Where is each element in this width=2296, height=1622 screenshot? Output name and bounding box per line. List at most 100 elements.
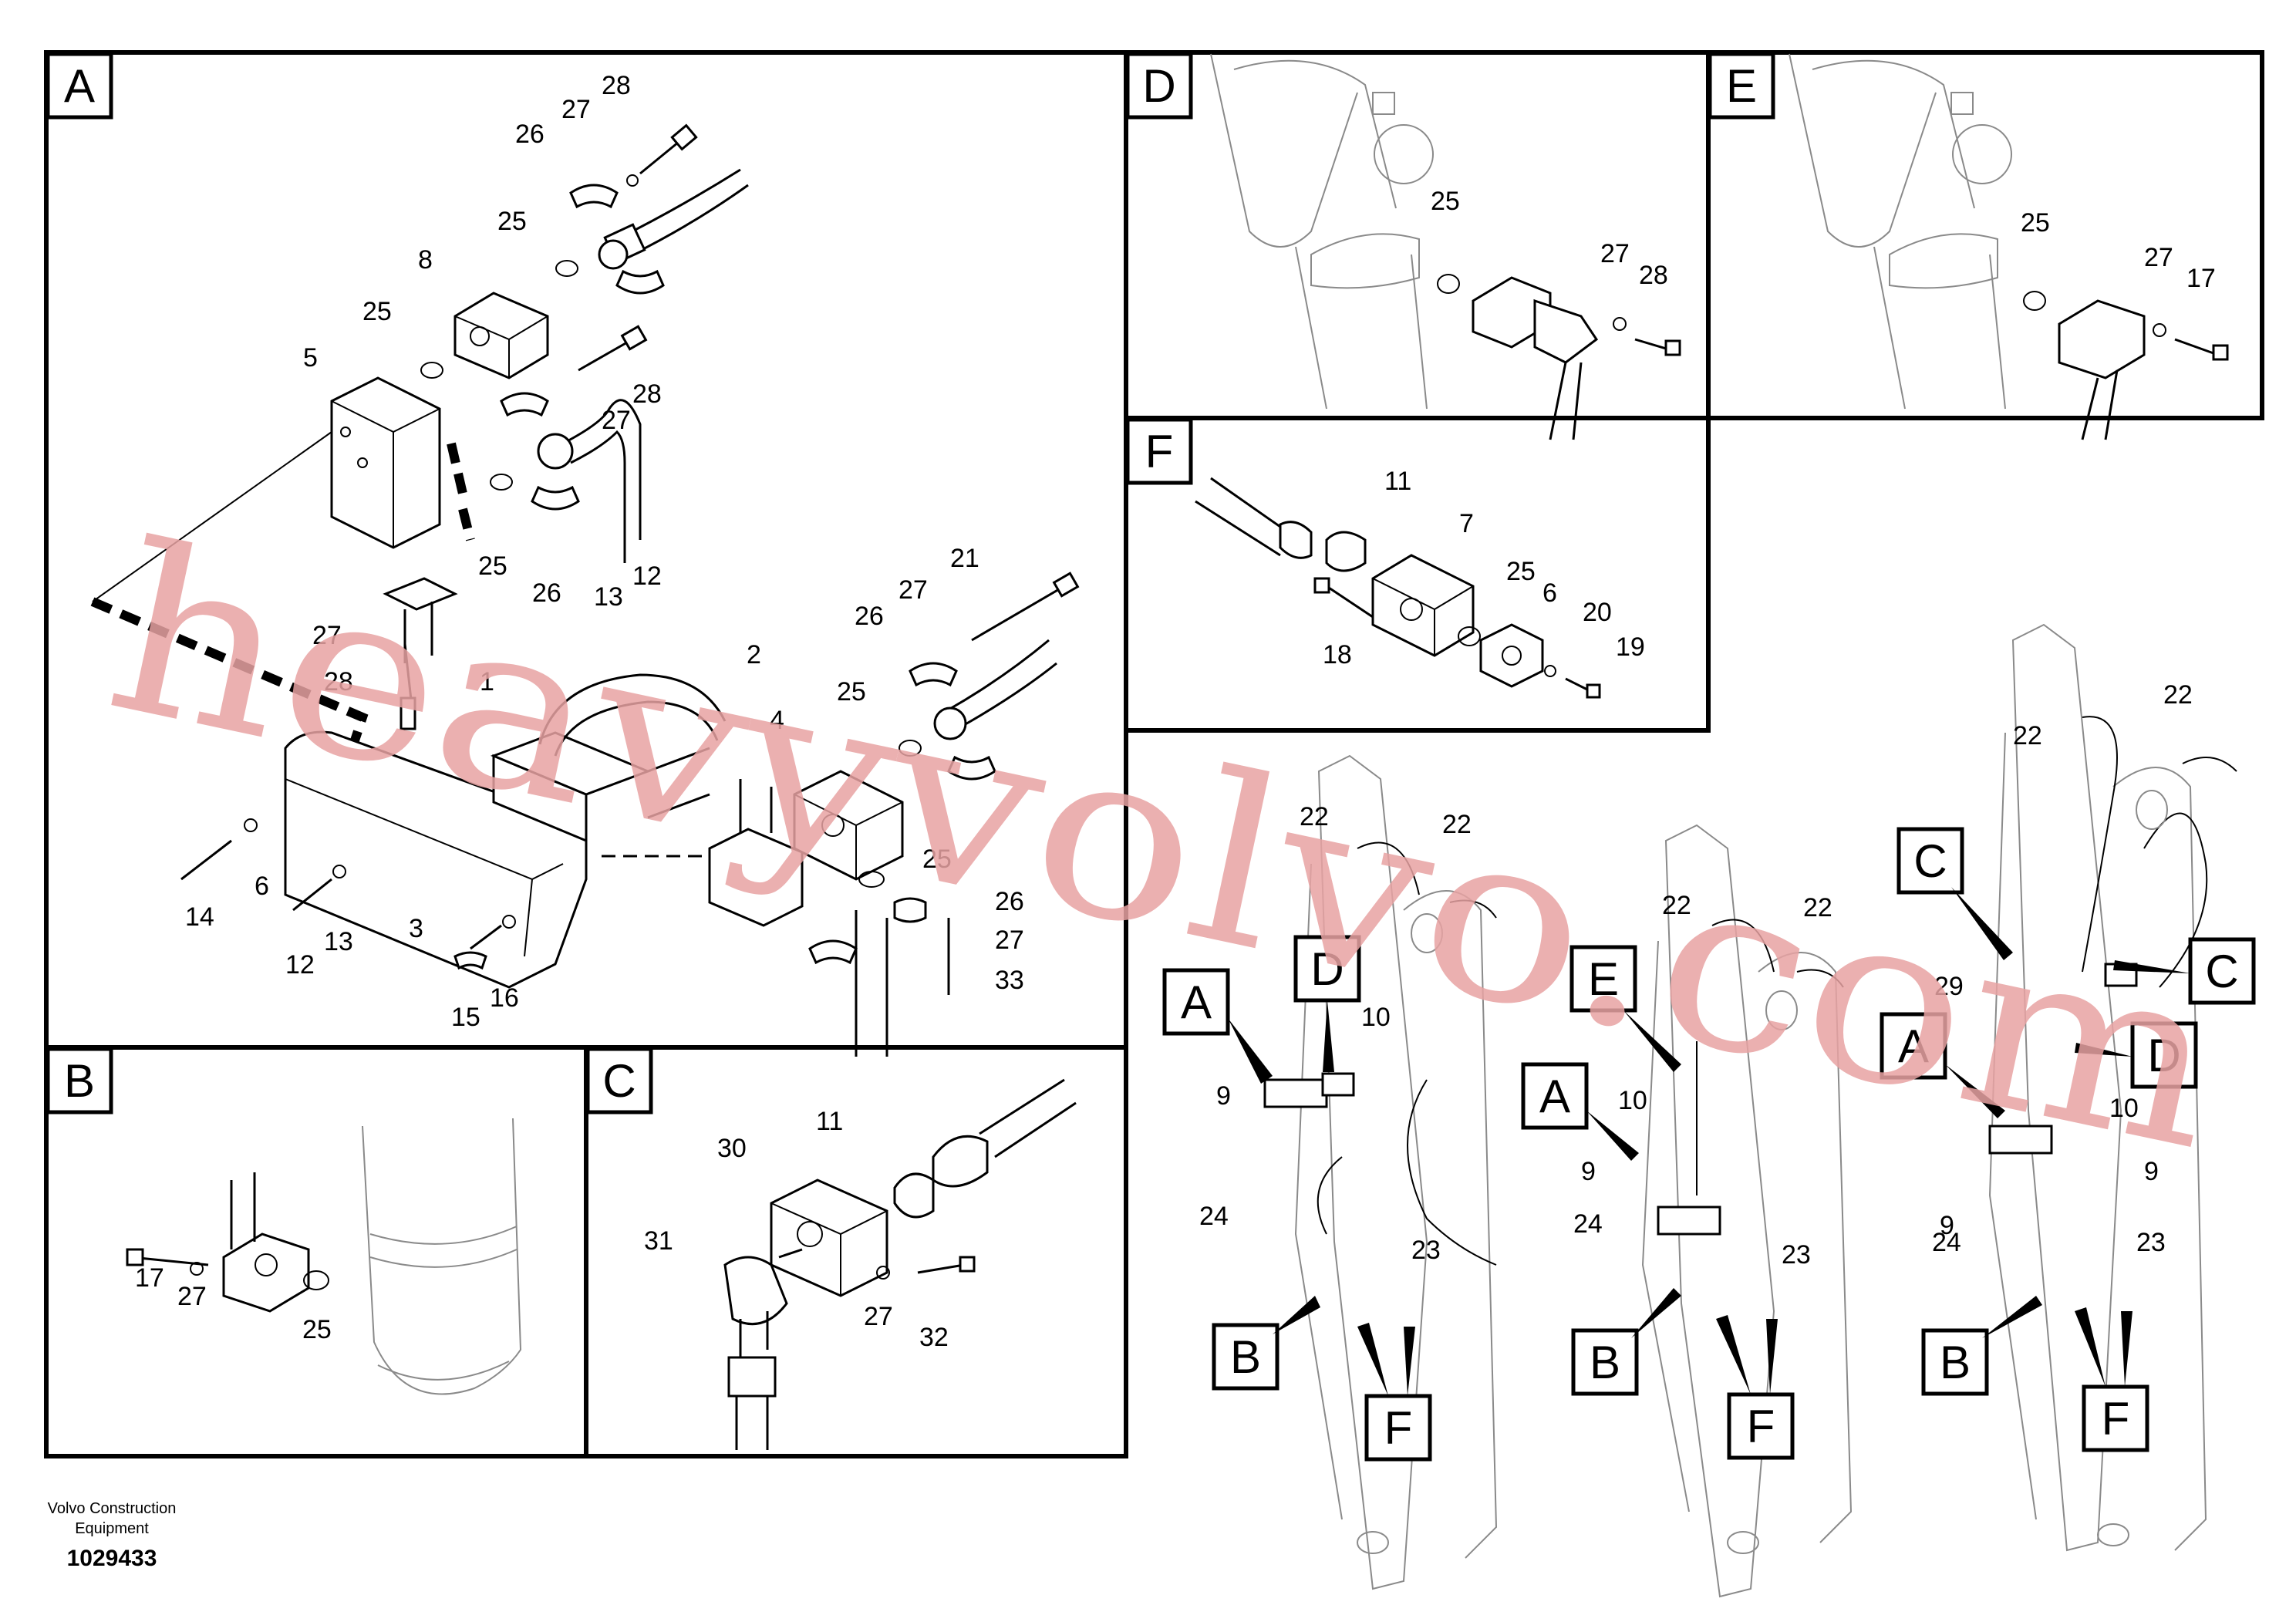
callout-d-27: 27 — [1600, 239, 1630, 268]
callout-a-28c: 28 — [324, 667, 353, 696]
callout-f-19: 19 — [1616, 632, 1645, 662]
callout-a-26a: 26 — [515, 120, 544, 149]
overview-tag-b1-text: B — [1230, 1331, 1261, 1383]
panel-a-labels: 28 27 26 25 8 25 5 28 27 25 26 21 27 12 … — [185, 71, 1024, 1032]
callout-c-11: 11 — [816, 1107, 843, 1136]
overview-tag-d3-text: D — [2147, 1030, 2180, 1081]
overview-tag-c3b-text: C — [2205, 946, 2238, 997]
callout-c-32: 32 — [919, 1323, 949, 1352]
overview-tag-f3: F — [2082, 1384, 2149, 1452]
callout-o3-24: 24 — [1932, 1228, 1961, 1257]
panel-tag-c: C — [585, 1047, 653, 1114]
callout-a-15: 15 — [451, 1003, 480, 1032]
overview-tag-a3-text: A — [1898, 1020, 1929, 1072]
overview-tag-b2: B — [1571, 1328, 1639, 1396]
panel-tag-a-text: A — [64, 60, 95, 112]
overview-tag-f3-text: F — [2102, 1393, 2130, 1445]
overview-tag-d1: D — [1293, 935, 1361, 1003]
callout-f-11: 11 — [1384, 467, 1411, 496]
overview-tag-a1: A — [1162, 968, 1230, 1036]
callout-o2-23: 23 — [1782, 1240, 1811, 1270]
panel-d-labels: 25 27 28 — [1431, 187, 1668, 290]
callout-o1-9: 9 — [1216, 1081, 1231, 1111]
overview-tag-f2: F — [1727, 1392, 1795, 1460]
callout-o1-10: 10 — [1361, 1003, 1391, 1032]
panel-tag-c-text: C — [602, 1055, 636, 1107]
callout-o2-10: 10 — [1618, 1086, 1647, 1115]
callout-a-25a: 25 — [497, 207, 527, 236]
callout-a-13b: 13 — [324, 927, 353, 956]
callout-o3-9b: 9 — [2144, 1157, 2159, 1186]
overview-tag-a3: A — [1880, 1012, 1947, 1080]
overview-tag-c3a: C — [1896, 827, 1964, 895]
panel-e-drawing — [1789, 53, 2229, 440]
callout-a-5: 5 — [303, 343, 318, 373]
callout-a-28a: 28 — [602, 71, 631, 100]
overview-tag-f1: F — [1364, 1394, 1432, 1462]
drawing-number: 1029433 — [67, 1546, 157, 1571]
overview-tag-c3a-text: C — [1913, 835, 1947, 887]
callout-o3-22b: 22 — [2163, 680, 2193, 710]
callout-a-27e: 27 — [995, 926, 1024, 955]
callout-d-25: 25 — [1431, 187, 1460, 216]
callout-o1-23: 23 — [1411, 1236, 1441, 1265]
company-name-line2: Equipment — [75, 1520, 149, 1537]
overview-tag-f1-text: F — [1384, 1402, 1413, 1454]
overview-tag-d3: D — [2130, 1021, 2198, 1089]
overview-leaders — [1228, 887, 2190, 1396]
callout-o2-22b: 22 — [1803, 893, 1832, 922]
callout-o2-9: 9 — [1581, 1157, 1596, 1186]
callout-c-27: 27 — [864, 1302, 893, 1331]
callout-o3-23: 23 — [2136, 1228, 2166, 1257]
panel-tag-e-text: E — [1726, 60, 1757, 112]
callout-d-28: 28 — [1639, 261, 1668, 290]
panel-b-drawing — [126, 1118, 522, 1395]
panel-tag-b: B — [46, 1047, 113, 1114]
callout-a-4: 4 — [770, 706, 784, 735]
callout-a-25e: 25 — [922, 845, 952, 874]
callout-c-30: 30 — [717, 1134, 747, 1163]
overview-tag-e2: E — [1569, 945, 1637, 1013]
callout-a-27c: 27 — [899, 575, 928, 605]
overview-tag-f2-text: F — [1747, 1401, 1775, 1452]
callout-a-33: 33 — [995, 966, 1024, 995]
callout-a-26d: 26 — [995, 887, 1024, 916]
callout-a-12a: 12 — [632, 561, 662, 591]
callout-a-28b: 28 — [632, 379, 662, 409]
callout-a-13a: 13 — [594, 582, 623, 612]
panel-tag-d-text: D — [1142, 60, 1175, 112]
overview-number-labels: 22 22 10 9 24 23 22 22 10 9 24 23 22 22 … — [1199, 680, 2193, 1270]
callout-a-26c: 26 — [855, 602, 884, 631]
overview-tag-b2-text: B — [1590, 1337, 1620, 1388]
overview-tag-c3b: C — [2188, 937, 2256, 1005]
callout-a-3: 3 — [409, 914, 423, 943]
callout-f-7: 7 — [1459, 509, 1474, 538]
panel-tag-f-text: F — [1145, 426, 1174, 477]
company-name-line1: Volvo Construction — [48, 1500, 177, 1517]
overview-tag-a2: A — [1521, 1062, 1589, 1130]
overview-tag-b1: B — [1212, 1323, 1279, 1391]
callout-a-14: 14 — [185, 902, 214, 932]
callout-a-25d: 25 — [837, 677, 866, 706]
callout-b-25: 25 — [302, 1315, 332, 1344]
panel-e-labels: 25 27 17 — [2021, 208, 2216, 293]
overview-tag-a1-text: A — [1181, 976, 1212, 1028]
callout-f-18: 18 — [1323, 640, 1352, 669]
callout-e-17: 17 — [2186, 264, 2216, 293]
panel-c-labels: 11 30 31 27 32 — [644, 1107, 949, 1352]
callout-a-27a: 27 — [561, 95, 591, 124]
callout-f-20: 20 — [1583, 598, 1612, 627]
callout-a-27d: 27 — [312, 621, 342, 650]
callout-o3-10: 10 — [2109, 1094, 2139, 1123]
panel-tag-a: A — [46, 52, 113, 120]
callout-a-6: 6 — [255, 872, 269, 901]
callout-o2-24: 24 — [1573, 1209, 1603, 1239]
callout-a-26b: 26 — [532, 578, 561, 608]
panel-tag-b-text: B — [64, 1055, 95, 1107]
callout-a-1: 1 — [480, 667, 494, 696]
callout-o2-22a: 22 — [1662, 891, 1691, 920]
callout-a-27b: 27 — [602, 406, 631, 435]
panel-c-drawing — [723, 1078, 1077, 1450]
callout-f-25: 25 — [1506, 557, 1536, 586]
